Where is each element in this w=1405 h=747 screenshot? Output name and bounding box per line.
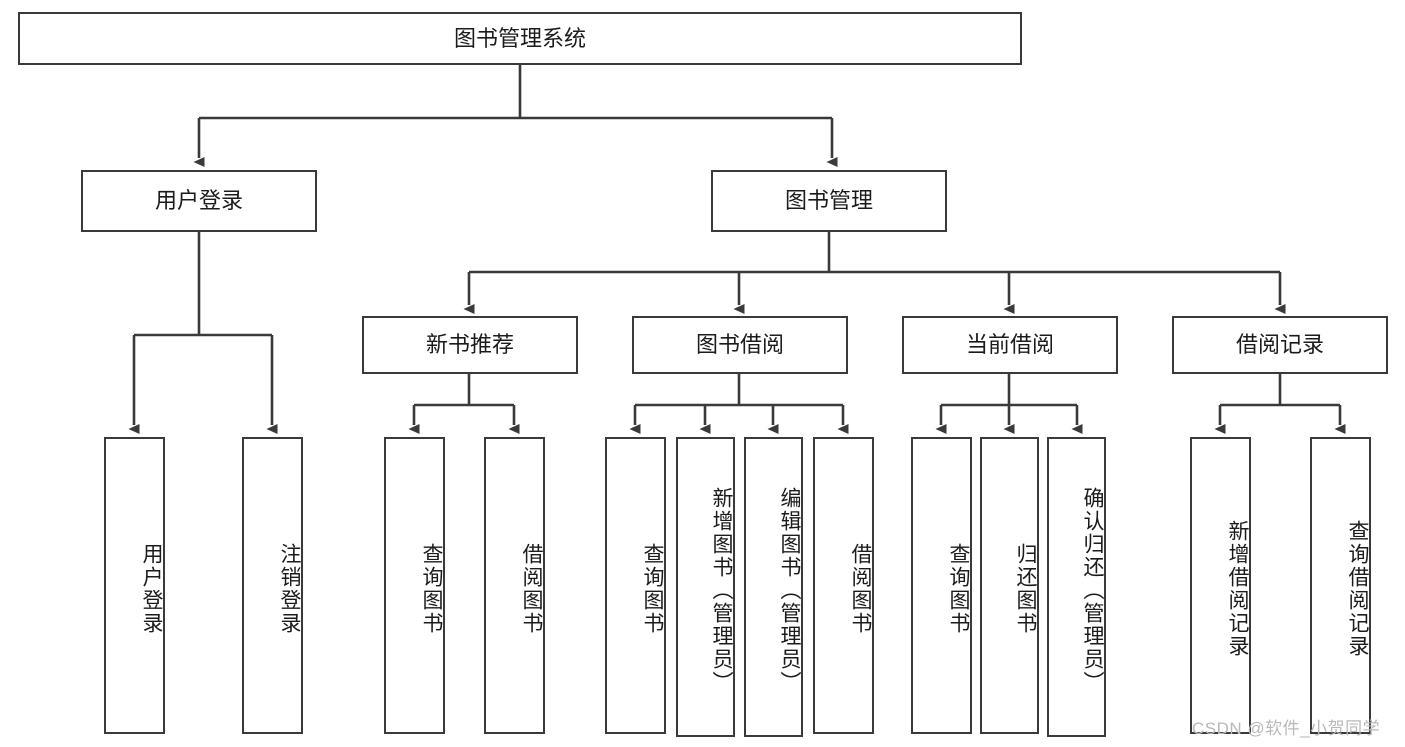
leaf-label: 新增借阅记录	[1226, 519, 1249, 658]
leaf-label: 查询图书	[420, 542, 443, 635]
leaf-label: 借阅图书	[849, 542, 872, 635]
leaf-label: 查询图书	[641, 542, 664, 635]
csdn-watermark: CSDN @软件_小贺同学	[1192, 719, 1381, 738]
leaf-query-book-2[interactable]: 查询图书	[605, 437, 666, 734]
leaf-label: 注销登录	[278, 542, 301, 635]
leaf-user-login[interactable]: 用户登录	[104, 437, 165, 734]
leaf-label: 编辑图书（管理员）	[778, 486, 801, 694]
node-current-borrow[interactable]: 当前借阅	[902, 316, 1118, 374]
leaf-label: 查询图书	[947, 542, 970, 635]
leaf-query-book-1[interactable]: 查询图书	[384, 437, 445, 734]
node-root-system[interactable]: 图书管理系统	[18, 12, 1022, 65]
leaf-borrow-book-2[interactable]: 借阅图书	[813, 437, 874, 734]
leaf-add-record[interactable]: 新增借阅记录	[1190, 437, 1251, 734]
node-new-book-recommend[interactable]: 新书推荐	[362, 316, 578, 374]
leaf-label: 查询借阅记录	[1346, 519, 1369, 658]
leaf-add-book[interactable]: 新增图书（管理员）	[676, 437, 735, 737]
node-book-manage[interactable]: 图书管理	[711, 170, 947, 232]
leaf-query-record[interactable]: 查询借阅记录	[1310, 437, 1371, 734]
leaf-label: 用户登录	[140, 542, 163, 635]
leaf-label: 归还图书	[1014, 542, 1037, 635]
leaf-label: 确认归还（管理员）	[1081, 486, 1104, 694]
node-user-login[interactable]: 用户登录	[81, 170, 317, 232]
node-book-borrow[interactable]: 图书借阅	[632, 316, 848, 374]
node-borrow-record[interactable]: 借阅记录	[1172, 316, 1388, 374]
leaf-borrow-book-1[interactable]: 借阅图书	[484, 437, 545, 734]
leaf-label: 新增图书（管理员）	[710, 486, 733, 694]
leaf-return-book[interactable]: 归还图书	[980, 437, 1039, 734]
leaf-query-book-3[interactable]: 查询图书	[911, 437, 972, 734]
leaf-confirm-return[interactable]: 确认归还（管理员）	[1047, 437, 1106, 737]
leaf-edit-book[interactable]: 编辑图书（管理员）	[744, 437, 803, 737]
leaf-logout-login[interactable]: 注销登录	[242, 437, 303, 734]
leaf-label: 借阅图书	[520, 542, 543, 635]
